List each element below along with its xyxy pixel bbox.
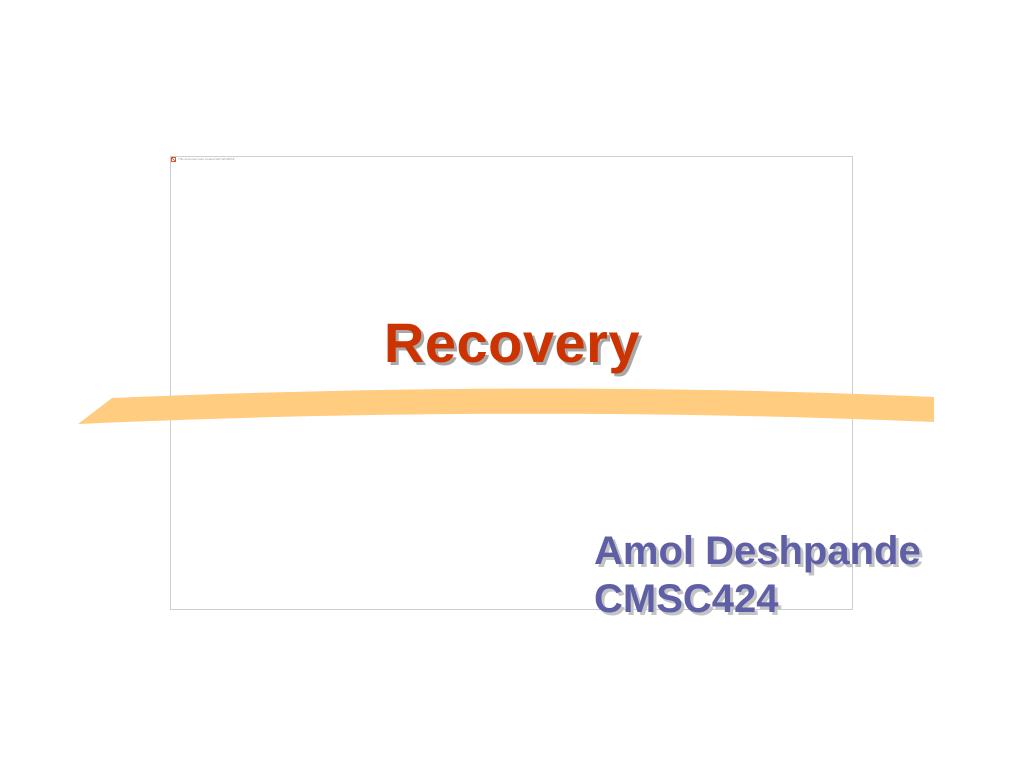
frame-caption: This document was created with Win2PDF	[178, 157, 235, 161]
author-name: Amol Deshpande	[594, 529, 921, 573]
slide-subtitle: Amol Deshpande CMSC424	[594, 527, 921, 623]
course-code: CMSC424	[594, 577, 779, 621]
document-marker-icon	[171, 157, 176, 162]
content-placeholder-frame: This document was created with Win2PDF	[170, 156, 853, 610]
slide-title: Recovery	[383, 311, 641, 374]
